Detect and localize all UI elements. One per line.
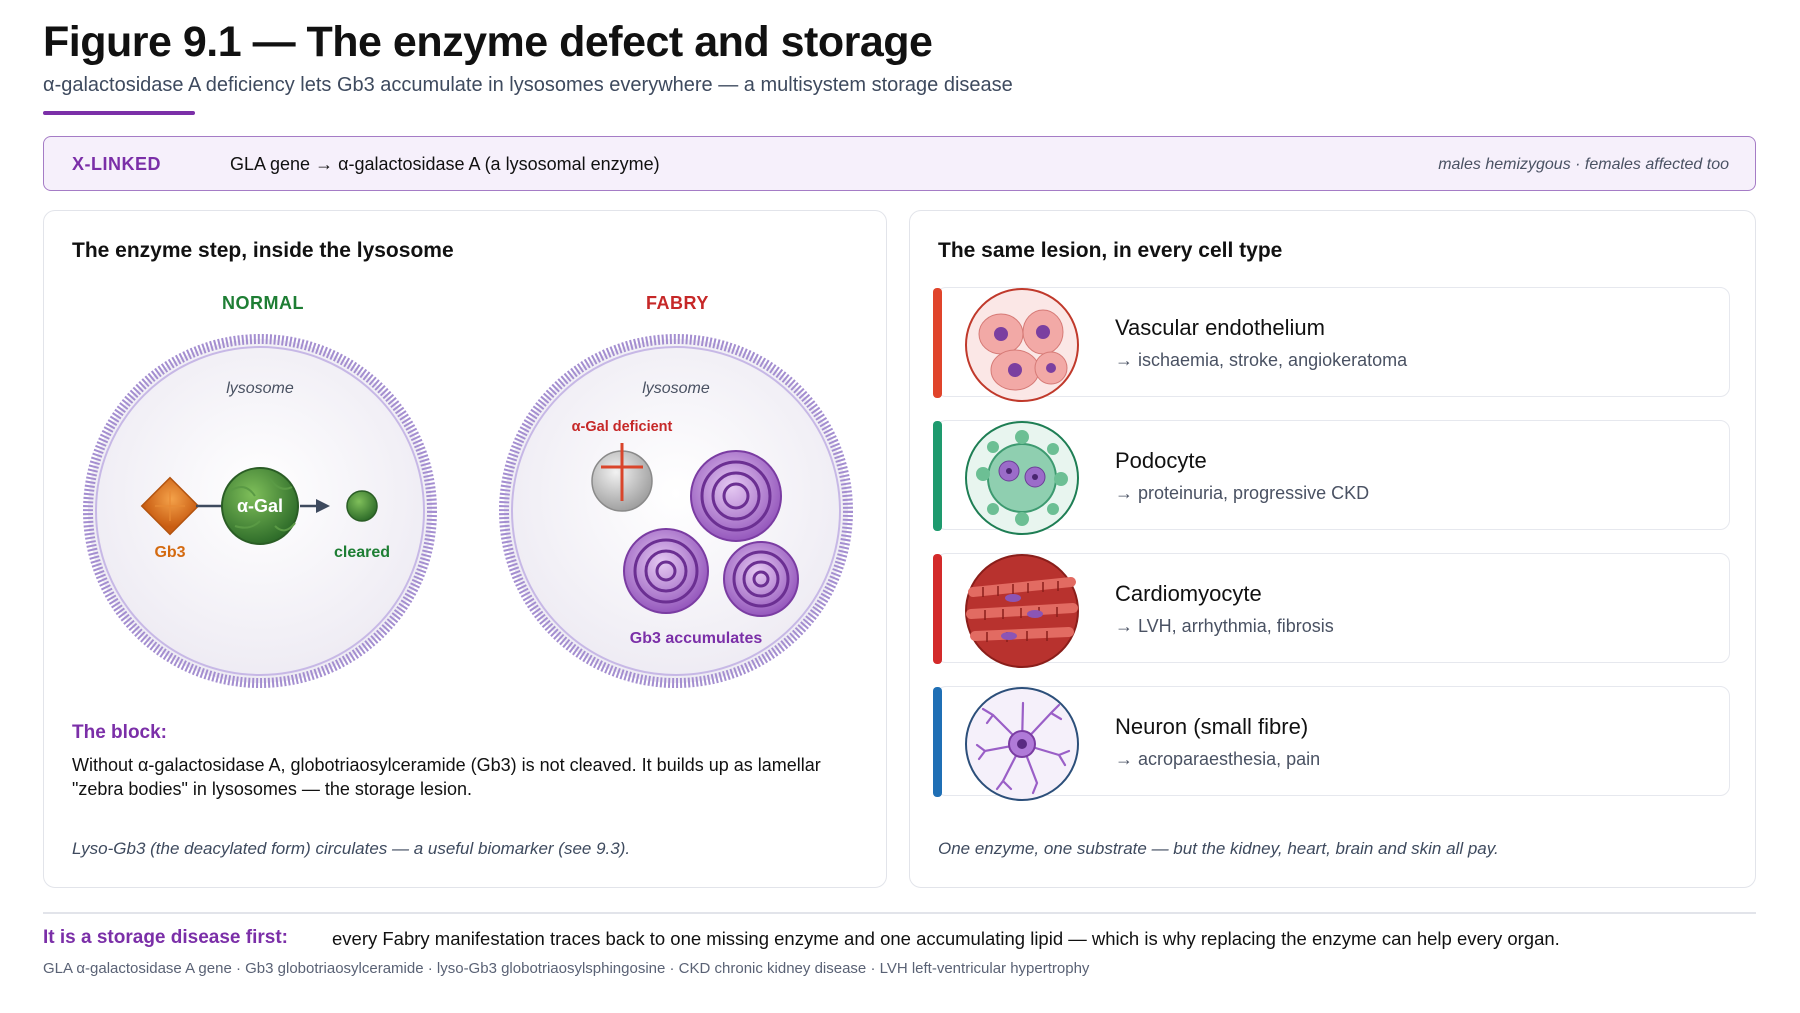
cell-effect: → acroparaesthesia, pain bbox=[1115, 749, 1321, 769]
enzyme-panel-title: The enzyme step, inside the lysosome bbox=[72, 239, 454, 262]
product-arrow-head bbox=[316, 499, 330, 513]
enzyme-step-panel: The enzyme step, inside the lysosome NOR… bbox=[43, 210, 887, 888]
cell-name: Podocyte bbox=[1115, 448, 1207, 473]
deficient-enzyme-icon bbox=[591, 443, 653, 512]
gb3-storage-body-icon bbox=[723, 541, 799, 617]
inheritance-banner: X-LINKED GLA gene → α-galactosidase A (a… bbox=[43, 136, 1756, 191]
cell-color-bar bbox=[933, 687, 942, 797]
inheritance-note: males hemizygous · females affected too bbox=[1438, 156, 1729, 173]
cell-panel-footnote: One enzyme, one substrate — but the kidn… bbox=[938, 839, 1499, 858]
footer-divider bbox=[43, 912, 1756, 914]
figure-title: Figure 9.1 — The enzyme defect and stora… bbox=[43, 18, 933, 66]
takeaway-text: every Fabry manifestation traces back to… bbox=[332, 928, 1560, 949]
alpha-gal-enzyme-icon bbox=[221, 467, 299, 545]
cell-name: Vascular endothelium bbox=[1115, 315, 1325, 340]
normal-lysosome-diagram: lysosome Gb3 α-Gal cleared bbox=[83, 334, 437, 688]
cell-card-cardiomyocyte: Cardiomyocyte → LVH, arrhythmia, fibrosi… bbox=[933, 553, 1730, 668]
gb3-label: Gb3 bbox=[154, 544, 185, 561]
enzyme-panel-footnote: Lyso-Gb3 (the deacylated form) circulate… bbox=[72, 839, 631, 858]
takeaway-label: It is a storage disease first: bbox=[43, 927, 288, 948]
cell-card-podocyte: Podocyte → proteinuria, progressive CKD bbox=[933, 420, 1730, 535]
lysosome-inner-membrane bbox=[511, 346, 841, 676]
cell-color-bar bbox=[933, 554, 942, 664]
normal-lysosome-label: lysosome bbox=[226, 380, 294, 397]
lysosome-inner-membrane bbox=[95, 346, 425, 676]
alpha-gal-label: α-Gal bbox=[237, 496, 283, 516]
fabry-label: FABRY bbox=[646, 293, 709, 313]
cell-panel-title: The same lesion, in every cell type bbox=[938, 239, 1283, 262]
cell-card-endothelium: Vascular endothelium → ischaemia, stroke… bbox=[933, 287, 1730, 402]
cell-color-bar bbox=[933, 421, 942, 531]
abbreviation-glossary: GLA α-galactosidase A gene · Gb3 globotr… bbox=[43, 960, 1090, 977]
cell-effect: → proteinuria, progressive CKD bbox=[1115, 483, 1370, 503]
cell-types-panel: The same lesion, in every cell type Vasc… bbox=[909, 210, 1756, 888]
fabry-lysosome-diagram: lysosome α-Gal deficient Gb3 accumulates bbox=[499, 334, 853, 688]
figure-subtitle: α-galactosidase A deficiency lets Gb3 ac… bbox=[43, 74, 1013, 96]
deficient-enzyme-label: α-Gal deficient bbox=[572, 419, 673, 435]
gb3-accumulates-label: Gb3 accumulates bbox=[630, 630, 763, 647]
gb3-storage-body-icon bbox=[690, 450, 782, 542]
cell-name: Neuron (small fibre) bbox=[1115, 714, 1309, 739]
gb3-substrate-icon bbox=[140, 476, 200, 536]
block-text: Without α-galactosidase A, globotriaosyl… bbox=[72, 755, 821, 799]
cell-card-neuron: Neuron (small fibre) → acroparaesthesia,… bbox=[933, 686, 1730, 801]
gb3-storage-body-icon bbox=[623, 528, 709, 614]
cell-effect: → ischaemia, stroke, angiokeratoma bbox=[1115, 350, 1408, 370]
cleared-label: cleared bbox=[334, 544, 390, 561]
block-title: The block: bbox=[72, 722, 168, 743]
cell-color-bar bbox=[933, 288, 942, 398]
neuron-icon bbox=[965, 687, 1079, 801]
cell-effect: → LVH, arrhythmia, fibrosis bbox=[1115, 616, 1334, 636]
fabry-lysosome-label: lysosome bbox=[642, 380, 710, 397]
podocyte-icon bbox=[965, 421, 1079, 535]
endothelial-cells-icon bbox=[965, 288, 1079, 402]
title-underline bbox=[43, 111, 195, 115]
gene-description: GLA gene → α-galactosidase A (a lysosoma… bbox=[230, 154, 660, 174]
cardiomyocyte-icon bbox=[965, 554, 1079, 668]
cleared-product-icon bbox=[346, 490, 378, 522]
cell-name: Cardiomyocyte bbox=[1115, 581, 1262, 606]
normal-label: NORMAL bbox=[222, 293, 304, 313]
inheritance-tag: X-LINKED bbox=[72, 154, 161, 174]
